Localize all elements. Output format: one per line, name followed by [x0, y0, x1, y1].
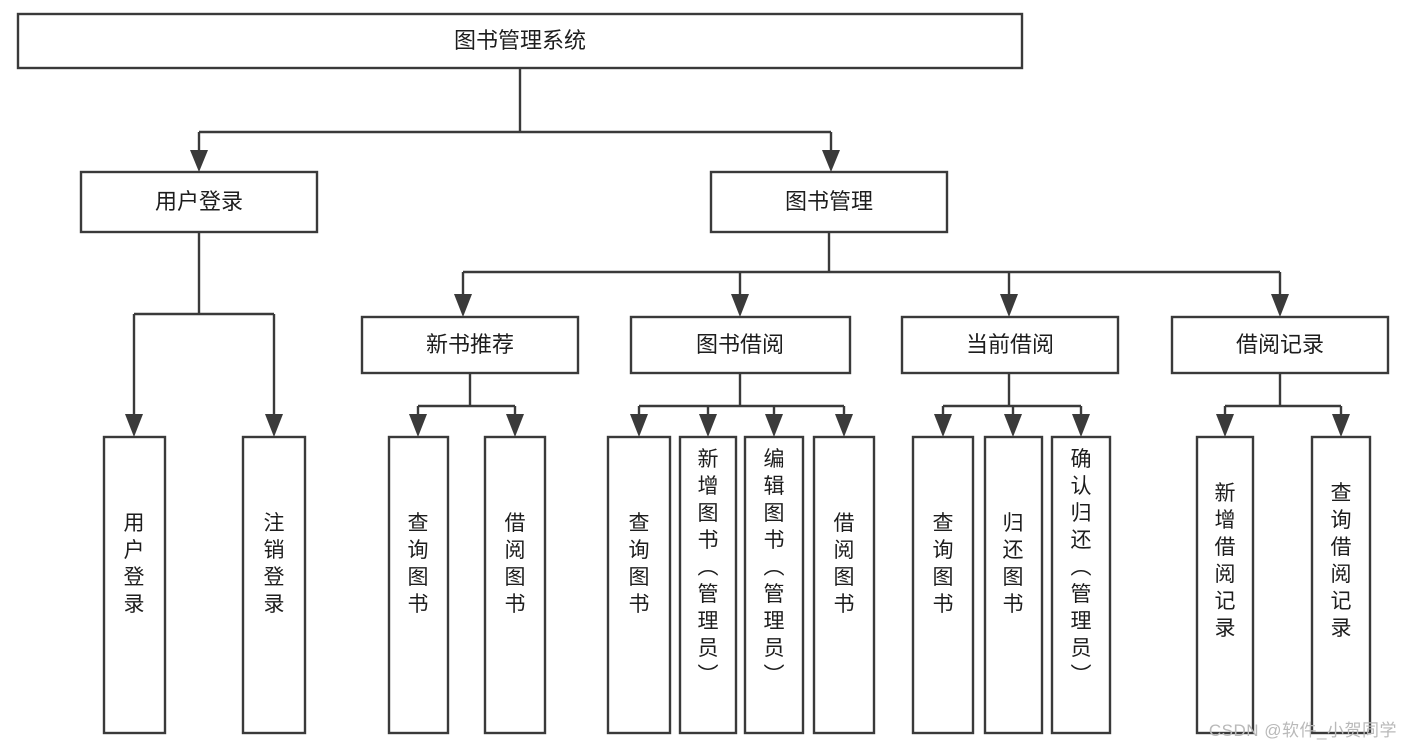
arrow-head-leaf-edit-book-admin	[765, 414, 783, 437]
arrow-head-leaf-query-book-3	[934, 414, 952, 437]
node-new-book-rec-box[interactable]	[360, 315, 580, 375]
node-leaf-borrow-book-1-label: 借阅图书	[505, 512, 526, 616]
arrow-head-leaf-user-login	[125, 414, 143, 437]
node-book-manage-label: 图书管理	[785, 189, 873, 214]
connector-current-borrow-to-leaves	[934, 373, 1090, 437]
node-leaf-return-book-box[interactable]	[983, 435, 1044, 735]
connector-borrow-record-to-leaves	[1216, 373, 1350, 437]
arrow-head-leaf-borrow-book-2	[835, 414, 853, 437]
node-root-label: 图书管理系统	[454, 28, 586, 53]
connector-new-book-rec-to-leaves	[409, 373, 524, 437]
node-leaf-confirm-return-admin-box[interactable]	[1050, 435, 1112, 735]
node-leaf-edit-book-admin-box[interactable]	[743, 435, 805, 735]
node-current-borrow-box[interactable]	[900, 315, 1120, 375]
connector-user-login-to-leaves	[125, 232, 283, 437]
node-leaf-user-logout[interactable]: 注销登录	[241, 435, 307, 735]
node-book-manage-box[interactable]	[709, 170, 949, 234]
node-root[interactable]: 图书管理系统	[16, 12, 1024, 70]
node-leaf-query-borrow-record-label: 查询借阅记录	[1331, 482, 1352, 640]
node-new-book-rec-label: 新书推荐	[426, 332, 514, 357]
node-leaf-query-book-2-label: 查询图书	[629, 512, 650, 616]
connector-book-manage-to-level3	[454, 232, 1289, 317]
node-leaf-add-borrow-record-box[interactable]	[1195, 435, 1255, 735]
node-leaf-add-book-admin-box[interactable]	[678, 435, 738, 735]
node-book-borrow-box[interactable]	[629, 315, 852, 375]
arrow-head-book-borrow	[731, 294, 749, 317]
arrow-head-leaf-confirm-return	[1072, 414, 1090, 437]
node-leaf-borrow-book-2-label: 借阅图书	[834, 512, 855, 616]
arrow-head-leaf-query-borrow-record	[1332, 414, 1350, 437]
node-user-login-label: 用户登录	[155, 189, 243, 214]
connector-root-to-level2	[190, 68, 840, 172]
node-leaf-borrow-book-2-box[interactable]	[812, 435, 876, 735]
node-current-borrow-label: 当前借阅	[966, 332, 1054, 357]
arrow-head-book-manage	[822, 150, 840, 172]
arrow-head-current-borrow	[1000, 294, 1018, 317]
node-new-book-rec[interactable]: 新书推荐	[360, 315, 580, 375]
node-leaf-query-book-3-label: 查询图书	[933, 512, 954, 616]
node-leaf-user-logout-label: 注销登录	[264, 512, 285, 616]
node-leaf-return-book[interactable]: 归还图书	[983, 435, 1044, 735]
node-leaf-user-login-box[interactable]	[102, 435, 167, 735]
node-borrow-record-label: 借阅记录	[1236, 332, 1324, 357]
arrow-head-new-book-rec	[454, 294, 472, 317]
node-leaf-query-borrow-record-box[interactable]	[1310, 435, 1372, 735]
node-leaf-add-borrow-record-label: 新增借阅记录	[1215, 482, 1236, 640]
connector-book-borrow-to-leaves	[630, 373, 853, 437]
node-borrow-record-box[interactable]	[1170, 315, 1390, 375]
node-leaf-edit-book-admin-label: 编辑图书︵管理员︶	[764, 448, 785, 687]
arrow-head-leaf-return-book	[1004, 414, 1022, 437]
node-leaf-query-book-3[interactable]: 查询图书	[911, 435, 975, 735]
node-leaf-query-borrow-record[interactable]: 查询借阅记录	[1310, 435, 1372, 735]
node-leaf-user-login[interactable]: 用户登录	[102, 435, 167, 735]
node-leaf-borrow-book-1[interactable]: 借阅图书	[483, 435, 547, 735]
node-user-login[interactable]: 用户登录	[79, 170, 319, 234]
node-leaf-query-book-2[interactable]: 查询图书	[606, 435, 672, 735]
arrow-head-leaf-query-book-1	[409, 414, 427, 437]
node-leaf-user-login-label: 用户登录	[124, 512, 145, 616]
arrow-head-leaf-add-borrow-record	[1216, 414, 1234, 437]
node-leaf-query-book-1-label: 查询图书	[408, 512, 429, 616]
node-book-borrow[interactable]: 图书借阅	[629, 315, 852, 375]
node-leaf-add-borrow-record[interactable]: 新增借阅记录	[1195, 435, 1255, 735]
arrow-head-leaf-query-book-2	[630, 414, 648, 437]
arrow-head-user-login	[190, 150, 208, 172]
arrow-head-leaf-add-book-admin	[699, 414, 717, 437]
node-leaf-borrow-book-2[interactable]: 借阅图书	[812, 435, 876, 735]
node-leaf-add-book-admin-label: 新增图书︵管理员︶	[698, 448, 719, 687]
node-borrow-record[interactable]: 借阅记录	[1170, 315, 1390, 375]
node-root-box[interactable]	[16, 12, 1024, 70]
node-leaf-query-book-3-box[interactable]	[911, 435, 975, 735]
arrow-head-borrow-record	[1271, 294, 1289, 317]
node-book-manage[interactable]: 图书管理	[709, 170, 949, 234]
node-leaf-edit-book-admin[interactable]: 编辑图书︵管理员︶	[743, 435, 805, 735]
node-leaf-add-book-admin[interactable]: 新增图书︵管理员︶	[678, 435, 738, 735]
node-leaf-query-book-1-box[interactable]	[387, 435, 450, 735]
arrow-head-leaf-user-logout	[265, 414, 283, 437]
node-leaf-return-book-label: 归还图书	[1003, 512, 1024, 616]
node-current-borrow[interactable]: 当前借阅	[900, 315, 1120, 375]
node-leaf-user-logout-box[interactable]	[241, 435, 307, 735]
node-leaf-confirm-return-admin[interactable]: 确认归还︵管理员︶	[1050, 435, 1112, 735]
node-leaf-query-book-2-box[interactable]	[606, 435, 672, 735]
node-user-login-box[interactable]	[79, 170, 319, 234]
node-leaf-borrow-book-1-box[interactable]	[483, 435, 547, 735]
csdn-watermark: CSDN @软件_小贺同学	[1208, 721, 1397, 740]
arrow-head-leaf-borrow-book-1	[506, 414, 524, 437]
node-leaf-query-book-1[interactable]: 查询图书	[387, 435, 450, 735]
node-book-borrow-label: 图书借阅	[696, 332, 784, 357]
node-leaf-confirm-return-admin-label: 确认归还︵管理员︶	[1071, 448, 1092, 687]
